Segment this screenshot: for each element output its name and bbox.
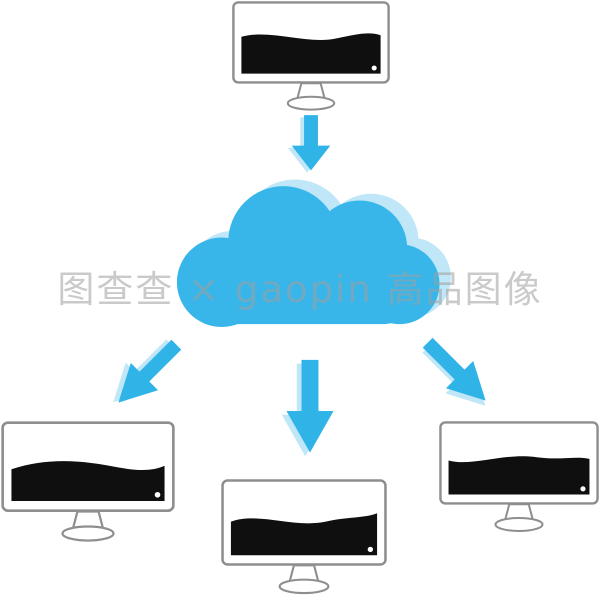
watermark-text: 图查查 × gaopin 高品图像 (57, 268, 543, 311)
monitor-icon (439, 421, 599, 532)
cloud-shape-icon (176, 179, 451, 327)
client-monitor-center-icon (220, 478, 388, 600)
arrow-down-right-icon (407, 322, 510, 425)
down-arrow-icon (287, 115, 331, 173)
monitor-icon (221, 479, 387, 595)
client-monitor-right-icon (438, 420, 600, 537)
source-monitor-icon (231, 0, 391, 116)
arrow-down-center-icon (277, 358, 343, 462)
down-arrow-icon (281, 359, 334, 457)
monitor-icon (232, 1, 390, 111)
arrow-down-to-cloud-icon (284, 114, 338, 176)
down-arrow-icon (113, 339, 182, 403)
client-monitor-left-icon (0, 420, 176, 548)
cloud-icon (150, 170, 455, 346)
monitor-icon (1, 421, 175, 542)
down-arrow-icon (422, 337, 486, 406)
arrow-down-left-icon (93, 324, 196, 427)
